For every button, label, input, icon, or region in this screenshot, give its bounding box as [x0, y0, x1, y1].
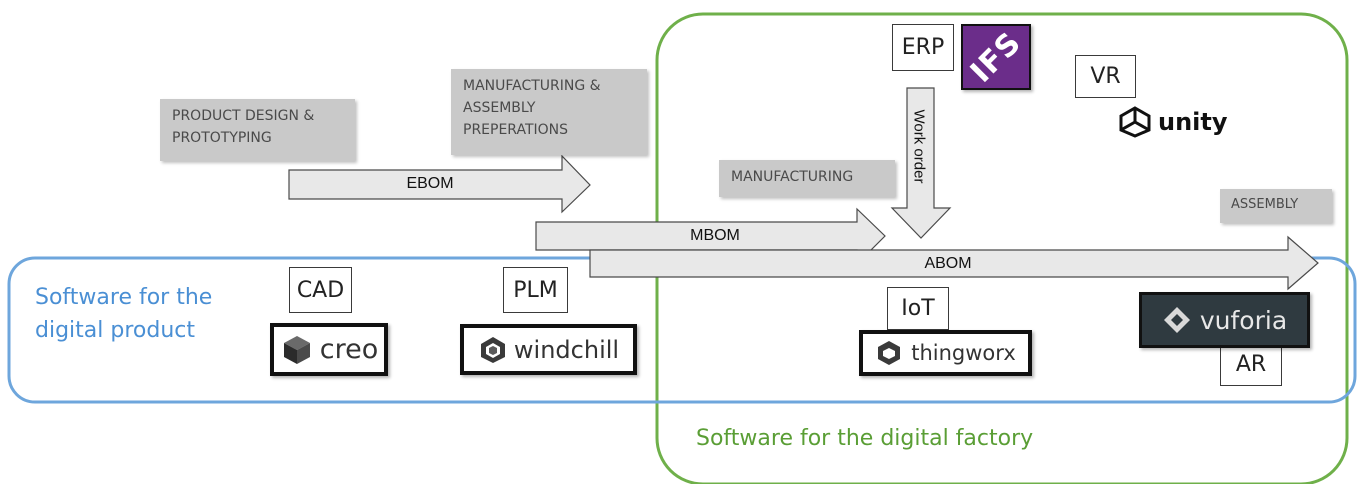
plm-label: PLM — [503, 267, 568, 313]
work-order-label: Work order — [910, 109, 928, 184]
stage-product-design: PRODUCT DESIGN & PROTOTYPING — [160, 99, 355, 161]
work-order-arrow — [890, 87, 952, 239]
unity-cube-icon — [1119, 106, 1151, 138]
vuforia-logo-text: vuforia — [1199, 305, 1288, 335]
abom-label: ABOM — [924, 255, 972, 272]
ifs-logo: IFS — [961, 24, 1031, 90]
cad-label: CAD — [289, 267, 352, 313]
vr-label: VR — [1075, 55, 1136, 98]
creo-logo-text: creo — [319, 334, 379, 365]
cube-icon — [283, 335, 310, 364]
stage-manufacturing: MANUFACTURING — [719, 160, 895, 197]
stage-manufacturing-prep: MANUFACTURING & ASSEMBLY PREPERATIONS — [451, 69, 647, 155]
vuforia-logo: vuforia — [1139, 292, 1310, 348]
ebom-arrow — [288, 154, 591, 214]
windchill-logo: windchill — [460, 324, 637, 375]
windchill-logo-text: windchill — [513, 335, 620, 364]
ebom-label: EBOM — [406, 175, 454, 192]
digital-product-region-label: Software for the digital product — [35, 285, 213, 343]
stage-assembly: ASSEMBLY — [1220, 189, 1332, 223]
windchill-mark-icon — [480, 336, 505, 363]
vuforia-mark-icon — [1163, 307, 1190, 333]
thingworx-logo: thingworx — [859, 330, 1032, 376]
thingworx-mark-icon — [878, 341, 901, 365]
mbom-label: MBOM — [690, 227, 740, 244]
thingworx-logo-text: thingworx — [911, 341, 1016, 365]
digital-factory-region-label: Software for the digital factory — [696, 426, 1034, 451]
ifs-logo-text: IFS — [963, 24, 1029, 90]
abom-arrow — [589, 235, 1319, 291]
unity-logo: unity — [1118, 105, 1238, 139]
unity-logo-text: unity — [1158, 108, 1228, 136]
erp-label: ERP — [892, 24, 954, 71]
creo-logo: creo — [270, 323, 388, 376]
ar-label: AR — [1220, 342, 1282, 386]
iot-label: IoT — [887, 287, 949, 330]
